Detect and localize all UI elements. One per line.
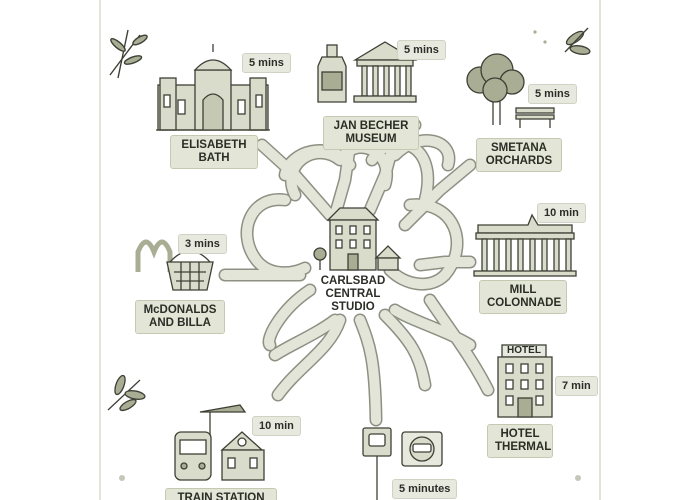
- mcdonalds-billa-time: 3 mins: [178, 234, 227, 254]
- smetana-orchards-label[interactable]: SMETANA ORCHARDS: [476, 138, 562, 172]
- bus-parking-icon: [362, 427, 443, 500]
- hotel-thermal-label[interactable]: HOTEL THERMAL: [487, 424, 553, 458]
- center-studio-label: CARLSBAD CENTRAL STUDIO: [320, 275, 386, 313]
- leaf-decoration-bottom-icon: [107, 374, 146, 412]
- bus-parking-time: 5 minutes: [392, 479, 458, 499]
- jan-becher-museum-time: 5 mins: [397, 40, 446, 60]
- road-network: [225, 125, 488, 420]
- mcdonalds-billa-label[interactable]: McDONALDS AND BILLA: [135, 300, 225, 334]
- bamboo-decoration-icon: [109, 29, 148, 79]
- mill-colonnade-time: 10 min: [537, 203, 586, 223]
- mill-colonnade-label[interactable]: MILL COLONNADE: [479, 280, 567, 314]
- tree-bench-icon: [466, 53, 555, 128]
- apartment-building-icon: [313, 207, 402, 271]
- spa-building-icon: [156, 44, 270, 131]
- train-station-time: 10 min: [252, 416, 301, 436]
- leaf-decoration-icon: [533, 27, 591, 55]
- hotel-thermal-time: 7 min: [555, 376, 598, 396]
- elisabeth-bath-label[interactable]: ELISABETH BATH: [170, 135, 258, 169]
- train-station-label[interactable]: TRAIN STATION: [165, 488, 277, 500]
- elisabeth-bath-time: 5 mins: [242, 53, 291, 73]
- train-icon: [174, 404, 265, 481]
- smetana-orchards-time: 5 mins: [528, 84, 577, 104]
- jan-becher-museum-label[interactable]: JAN BECHER MUSEUM: [323, 116, 419, 150]
- hotel-icon: [497, 344, 553, 418]
- hotel-sign-text: HOTEL: [507, 345, 541, 356]
- colonnade-icon: [473, 213, 577, 277]
